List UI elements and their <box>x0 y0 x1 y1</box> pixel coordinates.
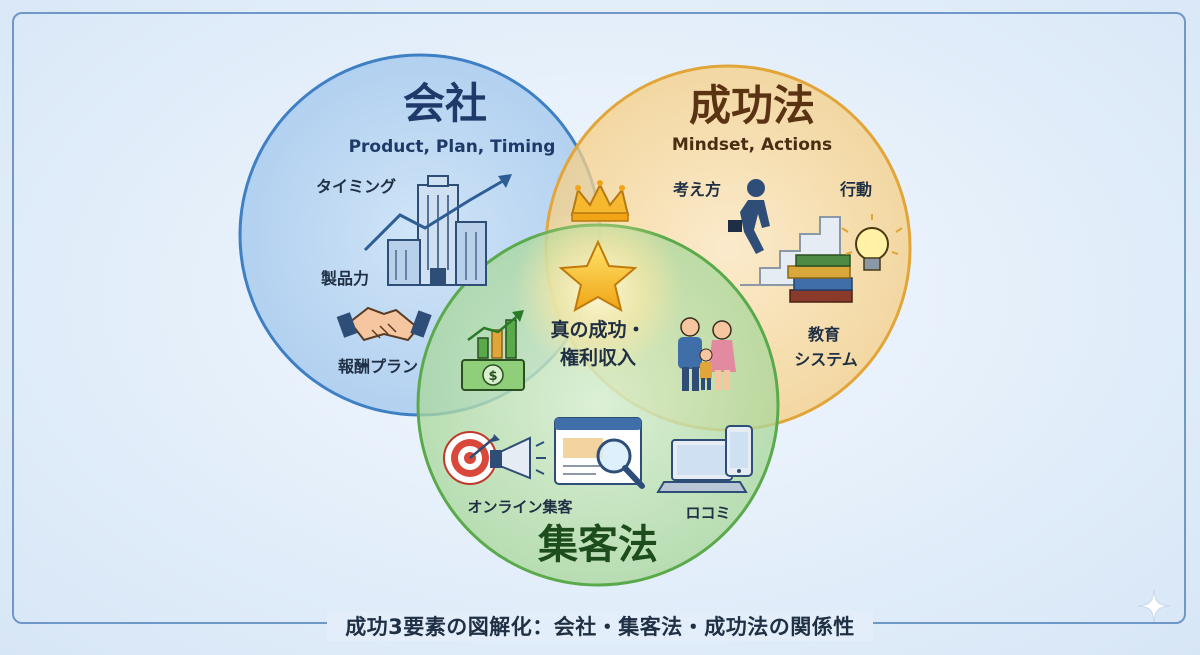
label-education-1: 教育 <box>808 325 840 344</box>
footer-title: 成功3要素の図解化：会社・集客法・成功法の関係性 <box>327 611 873 641</box>
handshake-icon <box>336 306 432 342</box>
svg-text:$: $ <box>488 369 497 384</box>
family-icon <box>678 317 736 391</box>
label-action: 行動 <box>839 180 872 199</box>
crown-icon <box>570 180 630 222</box>
building-icon <box>387 175 487 286</box>
growth-arrow-icon <box>363 174 512 252</box>
success-method-subtitle: Mindset, Actions <box>672 135 832 155</box>
target-icon <box>443 431 500 485</box>
lightbulb-icon <box>841 214 903 271</box>
books-icon <box>787 254 853 303</box>
label-timing: タイミング <box>316 177 396 196</box>
label-word-of-mouth: ロコミ <box>685 504 730 522</box>
sparkle-icon <box>1137 589 1171 623</box>
center-line2: 権利収入 <box>560 346 636 369</box>
label-education-2: システム <box>794 350 858 369</box>
footer: 成功3要素の図解化：会社・集客法・成功法の関係性 <box>0 606 1200 646</box>
label-mindset: 考え方 <box>673 180 721 199</box>
company-subtitle: Product, Plan, Timing <box>349 137 556 157</box>
megaphone-icon <box>490 436 546 480</box>
star-icon <box>558 239 638 313</box>
marketing-method-title: 集客法 <box>537 522 658 568</box>
center-line1: 真の成功・ <box>550 318 645 341</box>
label-online: オンライン集客 <box>467 498 573 516</box>
company-title: 会社 <box>403 79 487 128</box>
money-chart-icon: $ <box>461 310 525 391</box>
label-product-power: 製品力 <box>320 269 369 288</box>
smartphone-icon <box>725 425 753 477</box>
search-window-icon <box>554 417 645 489</box>
laptop-icon <box>656 439 748 493</box>
label-reward-plan: 報酬プラン <box>338 357 418 376</box>
success-method-title: 成功法 <box>689 81 815 130</box>
